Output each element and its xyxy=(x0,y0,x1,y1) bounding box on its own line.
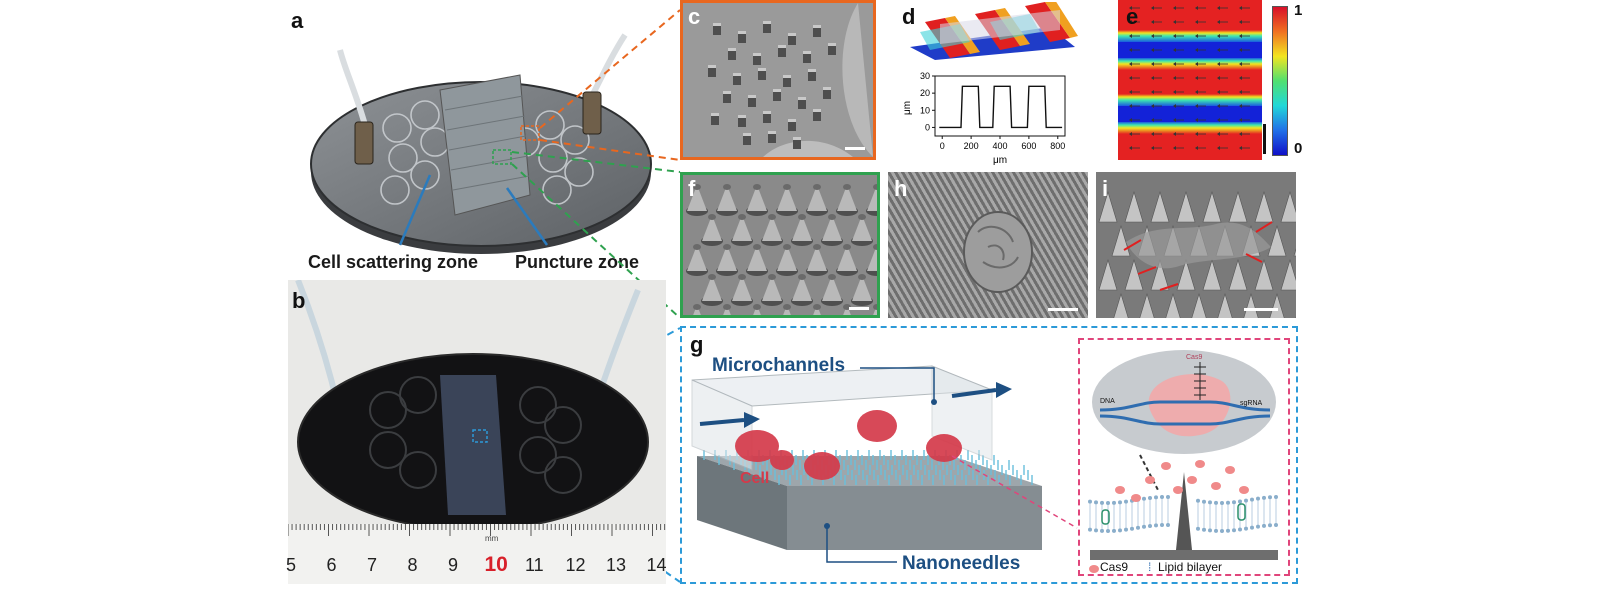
panel-label-d: d xyxy=(902,4,916,29)
scale-bar-f xyxy=(849,307,869,310)
panel-label-e: e xyxy=(1126,4,1139,29)
scale-bar-h xyxy=(1048,308,1078,311)
colorbar-max: 1 xyxy=(1294,2,1303,19)
d-xtick: 800 xyxy=(1050,141,1065,151)
panel-label-i: i xyxy=(1102,176,1109,201)
panel-label-f: f xyxy=(688,176,696,201)
ruler-number: 10 xyxy=(484,553,508,576)
scale-bar-e xyxy=(1263,124,1266,154)
legend-lipid-icon: ⁞ xyxy=(1148,560,1152,574)
ruler-number: 5 xyxy=(286,555,297,575)
d-xlabel: μm xyxy=(993,155,1007,166)
sem-image-c xyxy=(680,0,876,160)
cell-on-needles xyxy=(963,211,1033,293)
ruler-number: 8 xyxy=(407,555,418,575)
inset-cas9-top: Cas9 xyxy=(1186,354,1203,361)
scale-bar-c xyxy=(845,147,865,150)
ruler-number: 13 xyxy=(606,555,627,575)
puncture-zone-label: Puncture zone xyxy=(515,252,640,272)
legend-cas9: Cas9 xyxy=(1100,560,1129,574)
surface-3d-plot xyxy=(910,2,1078,60)
microchannels-label: Microchannels xyxy=(712,355,846,376)
wafer-photo xyxy=(288,280,666,584)
crispr-inset xyxy=(1078,338,1290,576)
ruler-number: 9 xyxy=(448,555,459,575)
d-ytick: 20 xyxy=(920,88,930,98)
cell-label: Cell xyxy=(740,470,770,487)
panel-label-c: c xyxy=(688,4,701,29)
cell-scattering-zone-label: Cell scattering zone xyxy=(308,252,479,272)
cell-membrane-spikes xyxy=(1098,190,1296,318)
scale-bar-i xyxy=(1244,308,1278,311)
ruler-unit: mm xyxy=(485,534,499,543)
inset-dna: DNA xyxy=(1100,398,1115,405)
ruler-number: 14 xyxy=(646,555,667,575)
panel-label-h: h xyxy=(894,176,908,201)
legend-lipid: Lipid bilayer xyxy=(1158,560,1223,574)
sem-image-i xyxy=(1096,172,1296,318)
crispr-inset-drawing xyxy=(1088,350,1278,573)
panel-label-b: b xyxy=(292,288,306,313)
d-xtick: 600 xyxy=(1021,141,1036,151)
ruler-number: 7 xyxy=(367,555,378,575)
d-ytick: 30 xyxy=(920,71,930,81)
nanoneedles-label: Nanoneedles xyxy=(902,553,1021,574)
nanoneedle-cones xyxy=(686,184,877,315)
colorbar xyxy=(1272,6,1288,156)
d-xtick: 200 xyxy=(964,141,979,151)
ruler-number: 6 xyxy=(326,555,337,575)
inset-sgrna: sgRNA xyxy=(1240,400,1263,407)
sem-image-f xyxy=(680,172,880,318)
d-xtick: 400 xyxy=(992,141,1007,151)
flow-field-map xyxy=(1118,0,1262,160)
sem-image-h xyxy=(888,172,1088,318)
photo-panel-b: mm 5 6 7 8 9 10 11 12 13 14 xyxy=(286,280,667,584)
panel-label-g: g xyxy=(690,332,704,357)
d-ytick: 10 xyxy=(920,105,930,115)
colorbar-min: 0 xyxy=(1294,140,1303,157)
ruler-numbers: 5 6 7 8 9 10 11 12 13 14 xyxy=(286,553,667,581)
d-xtick: 0 xyxy=(940,141,945,151)
micropillar-array xyxy=(708,3,873,157)
ruler-number: 12 xyxy=(565,555,586,575)
microchannel-illustration xyxy=(691,365,1078,563)
d-ytick: 0 xyxy=(925,122,930,132)
panel-g-frame xyxy=(680,326,1298,584)
d-ylabel: μm xyxy=(902,101,913,115)
panel-label-a: a xyxy=(291,8,304,33)
profile-chart: 30 20 10 0 0 200 400 600 800 μm μm xyxy=(902,71,1066,166)
ruler-number: 11 xyxy=(525,555,544,575)
